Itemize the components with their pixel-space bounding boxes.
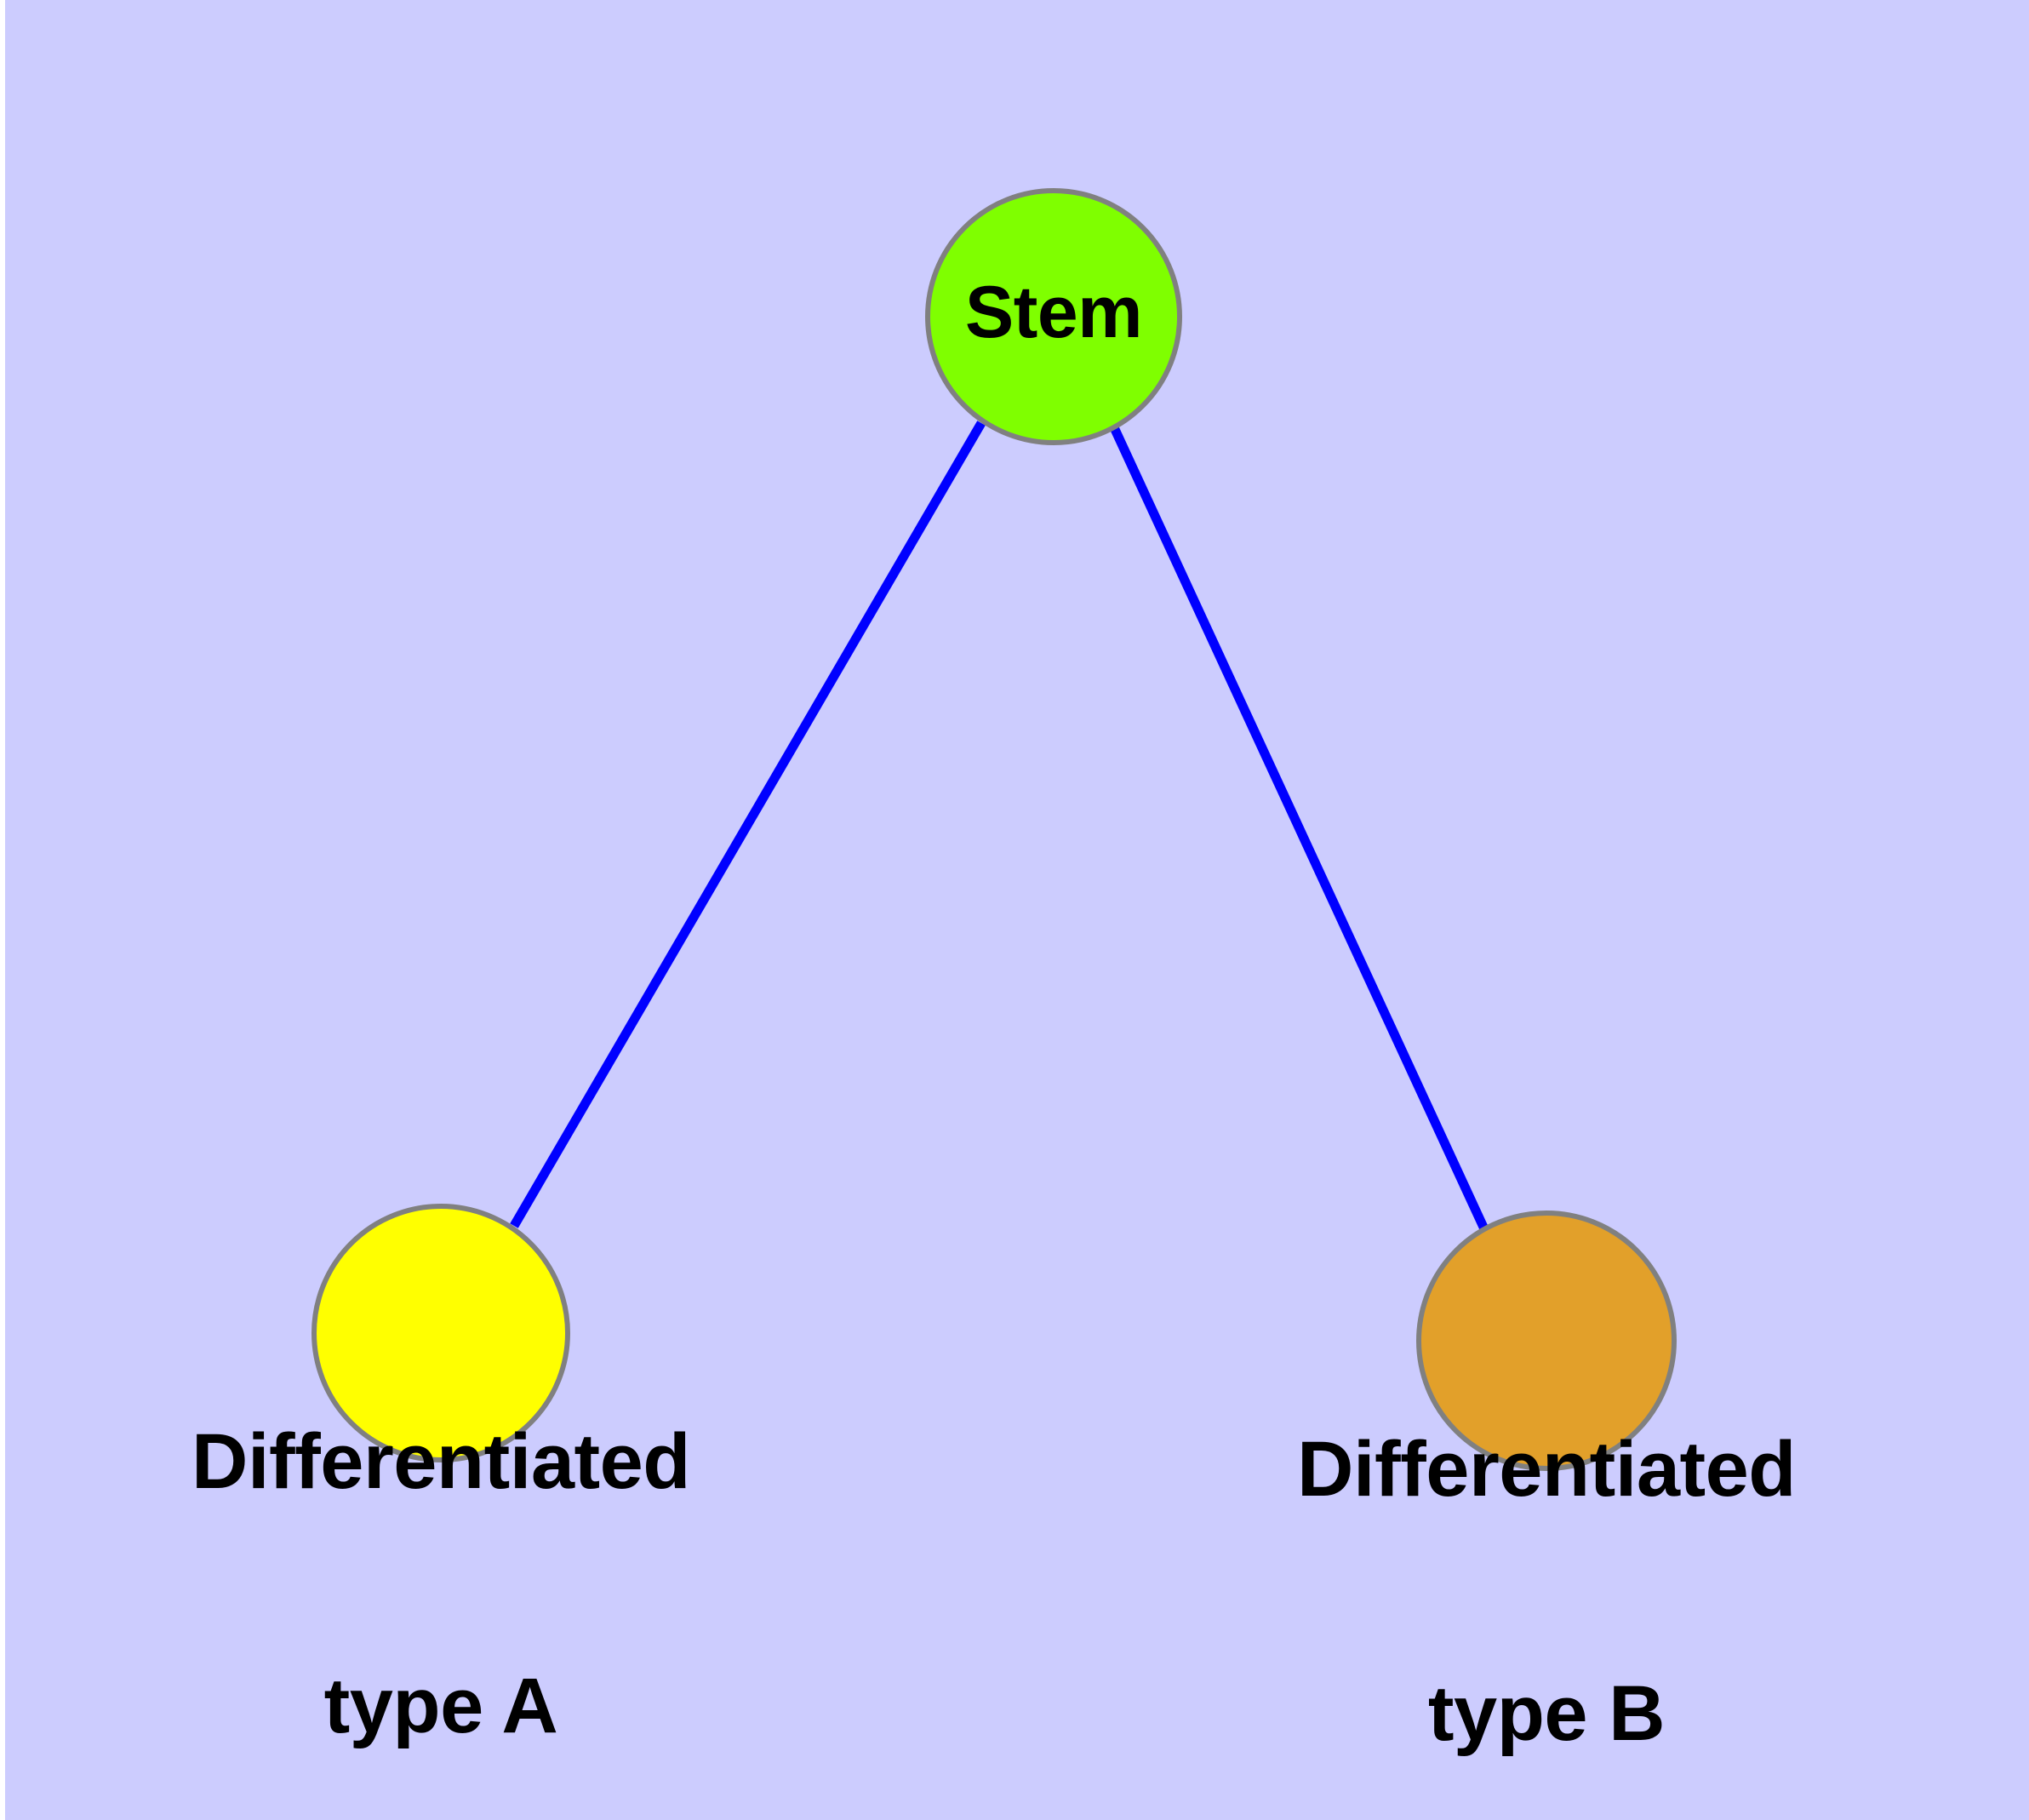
- edge-stem-to-differentiated-type-a[interactable]: [510, 421, 986, 1228]
- node-stem-circle[interactable]: [925, 188, 1182, 445]
- edge-stem-to-differentiated-type-b[interactable]: [1109, 423, 1490, 1235]
- node-differentiated-type-b-circle[interactable]: [1416, 1210, 1677, 1471]
- node-layer: [311, 188, 1677, 1471]
- edge-layer: [510, 421, 1490, 1235]
- node-differentiated-type-a-circle[interactable]: [311, 1204, 570, 1462]
